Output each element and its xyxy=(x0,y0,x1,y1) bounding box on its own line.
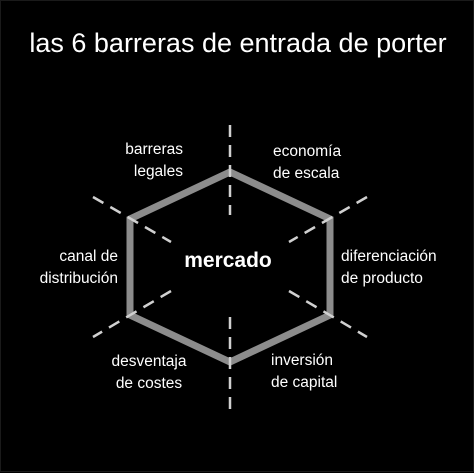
barrier-capital-line2: de capital xyxy=(271,374,338,391)
barrier-distribution-channel: canal de distribución xyxy=(25,246,118,290)
barrier-legal: barreras legales xyxy=(118,139,183,183)
divider-bottom-left xyxy=(92,289,172,339)
barrier-economies-of-scale: economía de escala xyxy=(273,141,341,185)
barrier-differentiation-line1: diferenciación xyxy=(341,248,437,265)
divider-bottom-right xyxy=(288,289,368,339)
barrier-cost-line1: desventaja xyxy=(111,353,187,370)
barrier-distribution-line1: canal de xyxy=(59,248,118,265)
divider-top-left xyxy=(92,195,172,244)
barrier-cost-disadvantage: desventaja de costes xyxy=(101,351,197,395)
barrier-capital-investment: inversión de capital xyxy=(271,350,337,394)
barrier-legal-line2: legales xyxy=(133,163,183,180)
barrier-capital-line1: inversión xyxy=(271,352,334,369)
diagram-title: las 6 barreras de entrada de porter xyxy=(29,28,447,58)
barrier-cost-line2: de costes xyxy=(115,375,183,392)
barrier-economies-line2: de escala xyxy=(273,165,340,182)
barrier-economies-line1: economía xyxy=(273,143,342,160)
barrier-differentiation-line2: de producto xyxy=(341,270,423,287)
market-center-label: mercado xyxy=(184,249,272,272)
divider-top-right xyxy=(288,195,368,244)
barrier-product-differentiation: diferenciación de producto xyxy=(341,246,437,290)
barrier-distribution-line2: distribución xyxy=(39,270,118,287)
barrier-legal-line1: barreras xyxy=(125,141,183,158)
